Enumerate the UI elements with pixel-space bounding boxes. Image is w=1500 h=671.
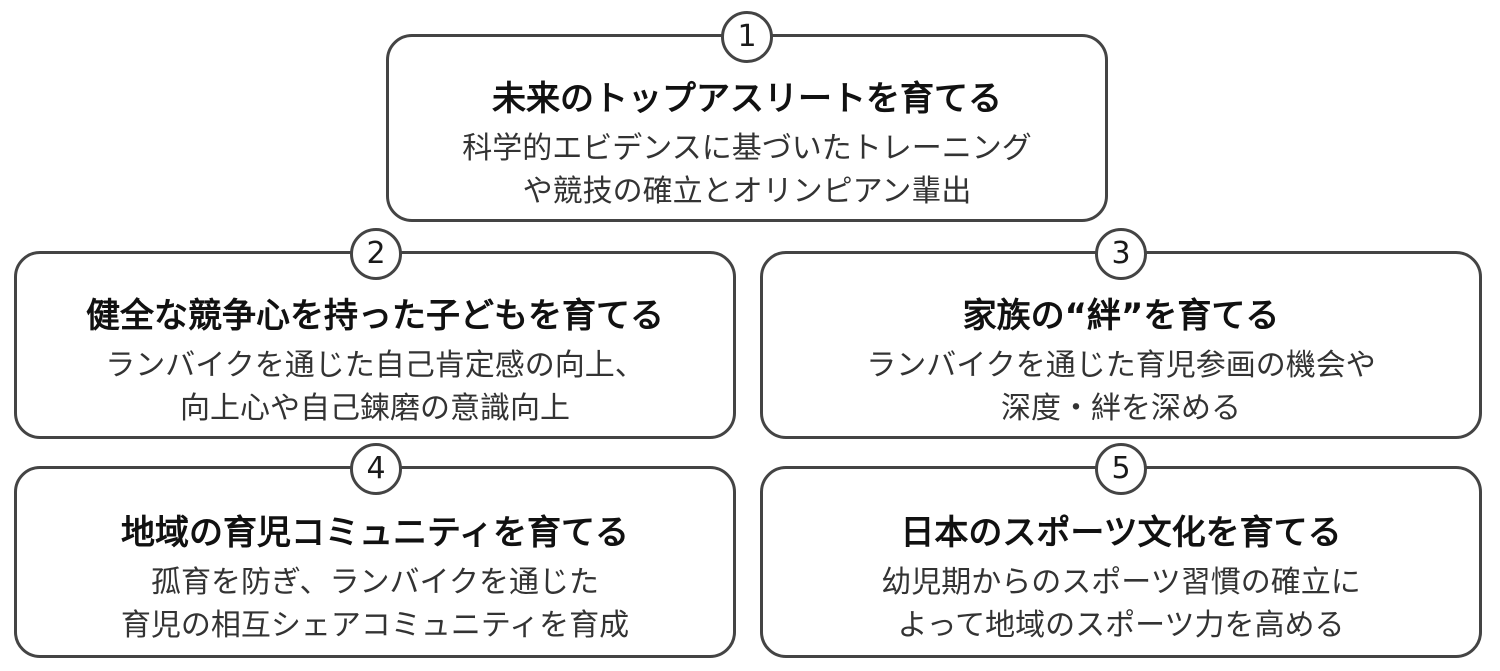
goal-description-line: よって地域のスポーツ力を高める [897, 608, 1345, 643]
goal-title: 日本のスポーツ文化を育てる [900, 513, 1342, 553]
goal-card-4: 地域の育児コミュニティを育てる 孤育を防ぎ、ランバイクを通じた 育児の相互シェア… [14, 466, 736, 658]
goal-title: 健全な競争心を持った子どもを育てる [86, 296, 664, 336]
goal-card-5: 日本のスポーツ文化を育てる 幼児期からのスポーツ習慣の確立に よって地域のスポー… [760, 466, 1482, 658]
goal-number-badge: 4 [350, 443, 402, 495]
goal-title: 家族の“絆”を育てる [962, 296, 1280, 336]
goal-number-badge: 2 [350, 228, 402, 280]
goal-description-line: 孤育を防ぎ、ランバイクを通じた [151, 565, 599, 600]
goal-description-line: ランバイクを通じた自己肯定感の向上、 [105, 348, 645, 383]
goal-title: 未来のトップアスリートを育てる [492, 79, 1002, 119]
goal-description: 幼児期からのスポーツ習慣の確立に よって地域のスポーツ力を高める [763, 561, 1479, 647]
goal-description: ランバイクを通じた育児参画の機会や 深度・絆を深める [763, 344, 1479, 430]
goal-number-badge: 5 [1095, 443, 1147, 495]
goal-description: ランバイクを通じた自己肯定感の向上、 向上心や自己鍊磨の意識向上 [17, 344, 733, 430]
goal-title: 地域の育児コミュニティを育てる [121, 513, 629, 553]
goal-number-badge: 1 [721, 11, 773, 63]
goal-description-line: 深度・絆を深める [1001, 391, 1241, 426]
goal-card-1: 未来のトップアスリートを育てる 科学的エビデンスに基づいたトレーニング や競技の… [386, 34, 1108, 222]
goal-card-3: 家族の“絆”を育てる ランバイクを通じた育児参画の機会や 深度・絆を深める [760, 251, 1482, 439]
goal-description-line: 向上心や自己鍊磨の意識向上 [180, 391, 570, 426]
goal-number-badge: 3 [1095, 228, 1147, 280]
goal-description: 孤育を防ぎ、ランバイクを通じた 育児の相互シェアコミュニティを育成 [17, 561, 733, 647]
goal-description-line: 育児の相互シェアコミュニティを育成 [120, 608, 630, 643]
goal-description: 科学的エビデンスに基づいたトレーニング や競技の確立とオリンピアン輩出 [389, 127, 1105, 213]
goal-description-line: ランバイクを通じた育児参画の機会や [866, 348, 1376, 383]
goal-description-line: や競技の確立とオリンピアン輩出 [522, 174, 972, 209]
goal-description-line: 幼児期からのスポーツ習慣の確立に [881, 565, 1361, 600]
goal-description-line: 科学的エビデンスに基づいたトレーニング [462, 131, 1032, 166]
